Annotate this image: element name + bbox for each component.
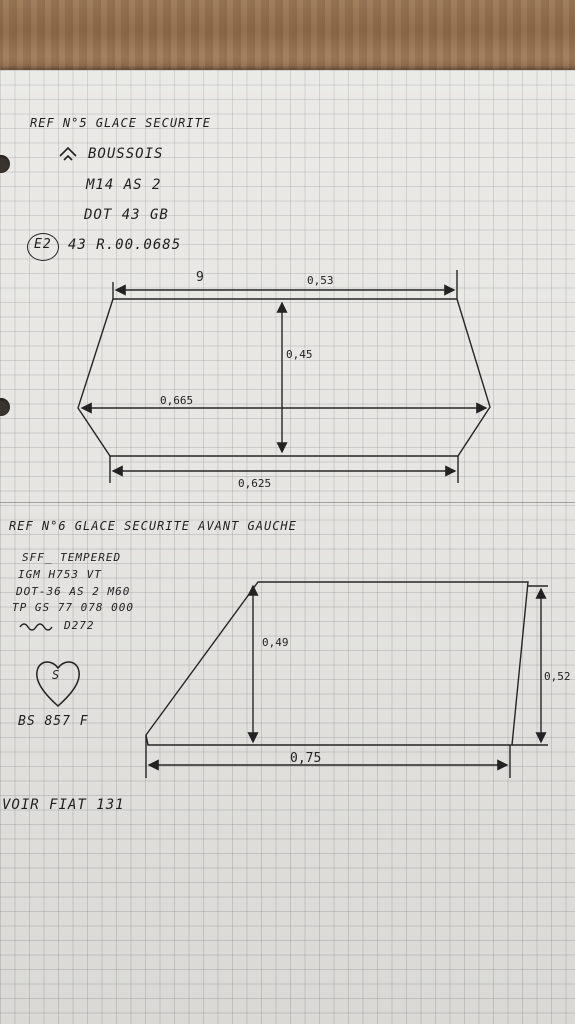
ref5-trapezoid-drawing [77,270,491,483]
binder-hole-middle [0,398,10,416]
footer-note: VOIR FIAT 131 [2,797,125,813]
ref6-dim-inner-height: 0,49 [262,636,289,649]
ref6-line2: IGM H753 VT [18,568,102,581]
ref6-trapezoid-drawing [145,581,548,778]
ref5-dim-bottom: 0,625 [238,477,272,490]
wave-symbol-icon [19,623,53,631]
heart-logo-letter: S [52,668,61,682]
ref5-line1: M14 AS 2 [86,177,162,193]
heart-logo-icon [36,661,80,708]
ref6-glass-outline [145,581,529,746]
fold-line [0,502,575,503]
ref5-dim-top: 0,53 [307,274,334,287]
ref5-dim-top-left: 9 [196,270,204,285]
e2-approval-mark [27,233,59,261]
ref6-dim-bottom: 0,75 [290,751,322,766]
ref6-line1: SFF_ TEMPERED [22,551,122,564]
ref5-brand: BOUSSOIS [88,146,164,162]
ref6-line3: DOT-36 AS 2 M60 [16,585,131,598]
ref6-dim-outer-height: 0,52 [544,670,571,683]
ref5-line2: DOT 43 GB [84,207,169,223]
binder-hole-top [0,155,10,173]
boussois-chevron-icon [59,146,77,161]
ref6-title: REF N°6 GLACE SECURITE AVANT GAUCHE [9,519,297,533]
wooden-table [0,0,575,80]
ref6-line4: TP GS 77 078 000 [12,601,134,614]
graph-paper-sheet [0,70,575,1024]
ref5-dim-middle: 0,665 [160,394,194,407]
ref5-dim-height: 0,45 [286,348,313,361]
ref5-glass-outline [77,298,491,457]
ref5-line3: 43 R.00.0685 [68,237,182,253]
ref5-title: REF N°5 GLACE SECURITE [30,116,211,130]
ref6-line6: BS 857 F [18,714,89,729]
ref6-line5: D272 [64,619,95,632]
e2-mark-label: E2 [34,237,52,252]
